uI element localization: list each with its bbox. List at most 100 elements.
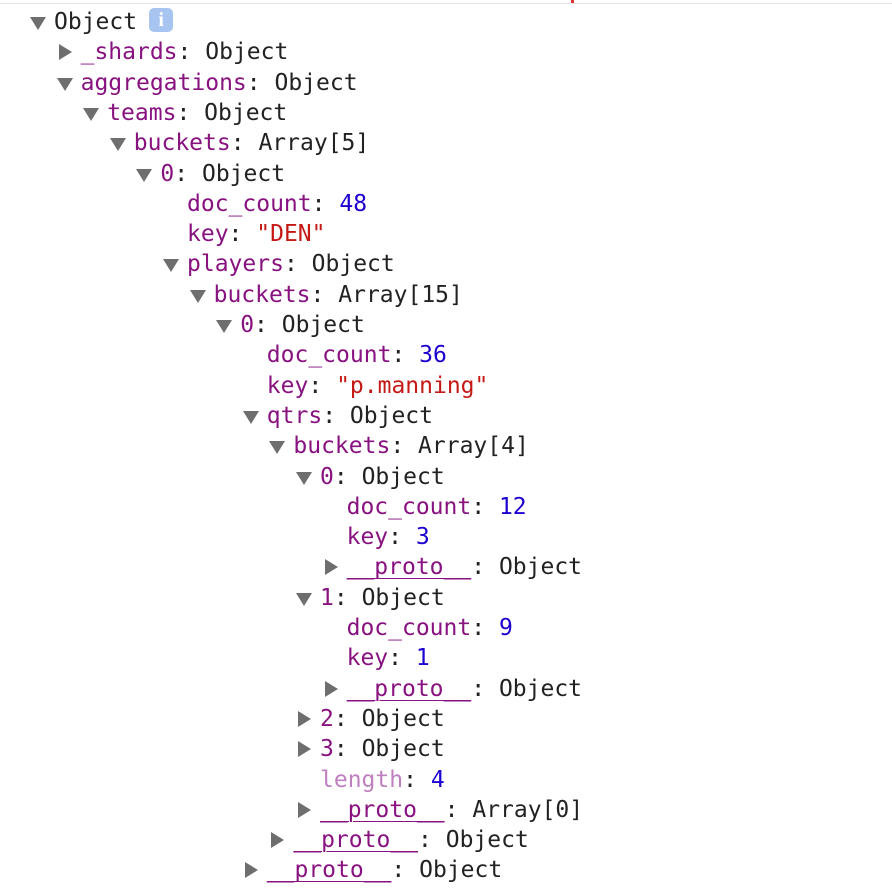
- tree-node[interactable]: 0: Object: [0, 310, 880, 340]
- key-separator: :: [388, 645, 402, 672]
- tree-row-text: key: 3: [347, 522, 430, 552]
- property-key: buckets: [213, 281, 311, 308]
- property-value: Object: [419, 857, 503, 884]
- key-separator: :: [418, 827, 432, 854]
- tree-node[interactable]: teams: Object: [0, 98, 880, 128]
- property-value: 36: [419, 342, 447, 369]
- tree-node[interactable]: buckets: Array[15]: [0, 280, 880, 310]
- property-key: 2: [320, 705, 334, 732]
- expanded-triangle-icon[interactable]: [134, 159, 154, 189]
- tree-node[interactable]: __proto__: Object: [0, 674, 880, 704]
- tree-property: key: 3: [0, 522, 880, 552]
- key-separator: :: [311, 190, 326, 217]
- key-separator: :: [444, 796, 459, 823]
- tree-row-text: __proto__: Object: [347, 674, 582, 704]
- collapsed-triangle-icon[interactable]: [294, 704, 314, 734]
- key-separator: :: [230, 130, 245, 157]
- tree-row-text: aggregations: Object: [81, 68, 358, 98]
- property-key: __proto__: [266, 857, 392, 884]
- tree-row-text: 3: Object: [320, 734, 445, 764]
- tree-property: key: "DEN": [0, 219, 880, 249]
- property-key: length: [320, 766, 404, 793]
- tree-node[interactable]: __proto__: Object: [0, 825, 880, 855]
- collapsed-triangle-icon[interactable]: [294, 734, 314, 764]
- property-key: teams: [107, 99, 177, 126]
- tree-row-text: qtrs: Object: [267, 401, 433, 431]
- property-value: Object: [361, 584, 445, 611]
- collapsed-triangle-icon[interactable]: [321, 674, 341, 704]
- property-value: Object: [361, 705, 445, 732]
- tree-node[interactable]: buckets: Array[4]: [0, 431, 880, 461]
- expanded-triangle-icon[interactable]: [161, 249, 181, 279]
- tree-node[interactable]: aggregations: Object: [0, 68, 880, 98]
- tree-property: doc_count: 9: [0, 613, 880, 643]
- tree-node[interactable]: buckets: Array[5]: [0, 128, 880, 158]
- top-divider: [0, 3, 892, 4]
- expanded-triangle-icon[interactable]: [241, 401, 261, 431]
- key-separator: :: [403, 766, 417, 793]
- expanded-triangle-icon[interactable]: [81, 98, 101, 128]
- property-key: 0: [160, 160, 175, 187]
- tree-node[interactable]: 2: Object: [0, 704, 880, 734]
- tree-row-text: key: 1: [347, 643, 430, 673]
- property-value: "p.manning": [336, 372, 489, 399]
- collapsed-triangle-icon[interactable]: [267, 825, 287, 855]
- tree-node[interactable]: 0: Object: [0, 462, 880, 492]
- property-key: 0: [240, 312, 255, 338]
- property-key: buckets: [293, 433, 391, 460]
- tree-row-text: buckets: Array[4]: [293, 431, 528, 461]
- tree-node[interactable]: __proto__: Array[0]: [0, 795, 880, 825]
- key-separator: :: [391, 857, 406, 884]
- tree-row-text: 1: Object: [320, 583, 445, 613]
- expanded-triangle-icon[interactable]: [28, 7, 48, 37]
- property-value: Array[4]: [418, 433, 529, 460]
- property-key: doc_count: [346, 615, 472, 641]
- expanded-triangle-icon[interactable]: [267, 431, 287, 461]
- key-separator: :: [246, 69, 261, 96]
- tree-row-text: 0: Object: [320, 462, 445, 492]
- tree-node[interactable]: qtrs: Object: [0, 401, 880, 431]
- tree-node[interactable]: 1: Object: [0, 583, 880, 613]
- tree-row-text: __proto__: Object: [267, 855, 502, 885]
- collapsed-triangle-icon[interactable]: [241, 855, 261, 885]
- expanded-triangle-icon[interactable]: [55, 68, 75, 98]
- tree-row-text: length: 4: [320, 765, 445, 795]
- expanded-triangle-icon[interactable]: [214, 310, 234, 340]
- collapsed-triangle-icon[interactable]: [294, 795, 314, 825]
- tree-row-text: buckets: Array[15]: [214, 280, 463, 310]
- tree-property: key: "p.manning": [0, 371, 880, 401]
- property-key: 0: [320, 463, 334, 490]
- property-value: Object: [361, 736, 445, 763]
- collapsed-triangle-icon[interactable]: [55, 37, 75, 67]
- expanded-triangle-icon[interactable]: [188, 280, 208, 310]
- property-value: Object: [311, 251, 395, 278]
- tree-node[interactable]: players: Object: [0, 249, 880, 279]
- property-value: Object: [498, 675, 583, 702]
- tree-row-text: doc_count: 9: [347, 613, 513, 643]
- tree-row-text: __proto__: Array[0]: [320, 795, 583, 825]
- tree-node[interactable]: _shards: Object: [0, 37, 880, 67]
- property-value: Object: [498, 554, 583, 581]
- key-separator: :: [471, 493, 486, 520]
- key-separator: :: [322, 402, 337, 429]
- collapsed-triangle-icon[interactable]: [321, 552, 341, 582]
- tree-row-text: __proto__: Object: [293, 825, 528, 855]
- expanded-triangle-icon[interactable]: [294, 462, 314, 492]
- tree-node[interactable]: __proto__: Object: [0, 552, 880, 582]
- property-key: 1: [320, 584, 334, 611]
- root-label: Object: [54, 9, 138, 35]
- expanded-triangle-icon[interactable]: [108, 128, 128, 158]
- property-value: Object: [205, 39, 289, 66]
- key-separator: :: [176, 99, 191, 126]
- info-icon[interactable]: i: [149, 7, 174, 32]
- key-separator: :: [391, 342, 406, 369]
- key-separator: :: [310, 281, 325, 308]
- expanded-triangle-icon[interactable]: [294, 583, 314, 613]
- property-value: 12: [498, 493, 527, 520]
- tree-row-text: 0: Object: [240, 310, 365, 340]
- tree-node[interactable]: __proto__: Object: [0, 855, 880, 885]
- tree-node[interactable]: 3: Object: [0, 734, 880, 764]
- tree-node[interactable]: 0: Object: [0, 159, 880, 189]
